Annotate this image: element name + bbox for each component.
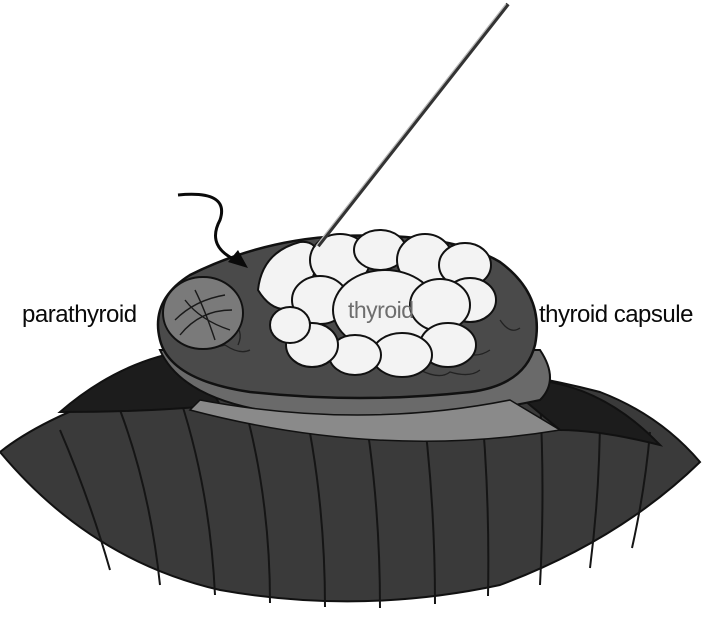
parathyroid-gland bbox=[162, 276, 244, 350]
probe-needle bbox=[316, 2, 510, 248]
arrow-head bbox=[228, 250, 248, 268]
parathyroid-label: parathyroid bbox=[22, 301, 137, 328]
thyroid-label: thyroid bbox=[348, 297, 414, 323]
curved-arrow bbox=[177, 192, 241, 264]
thyroid-gland bbox=[256, 229, 497, 378]
thyroid-capsule-label: thyroid capsule bbox=[539, 301, 693, 328]
probe-needle-highlight bbox=[315, 3, 507, 247]
capsule-ledge bbox=[188, 399, 563, 442]
parathyroid-vessels bbox=[174, 289, 233, 341]
